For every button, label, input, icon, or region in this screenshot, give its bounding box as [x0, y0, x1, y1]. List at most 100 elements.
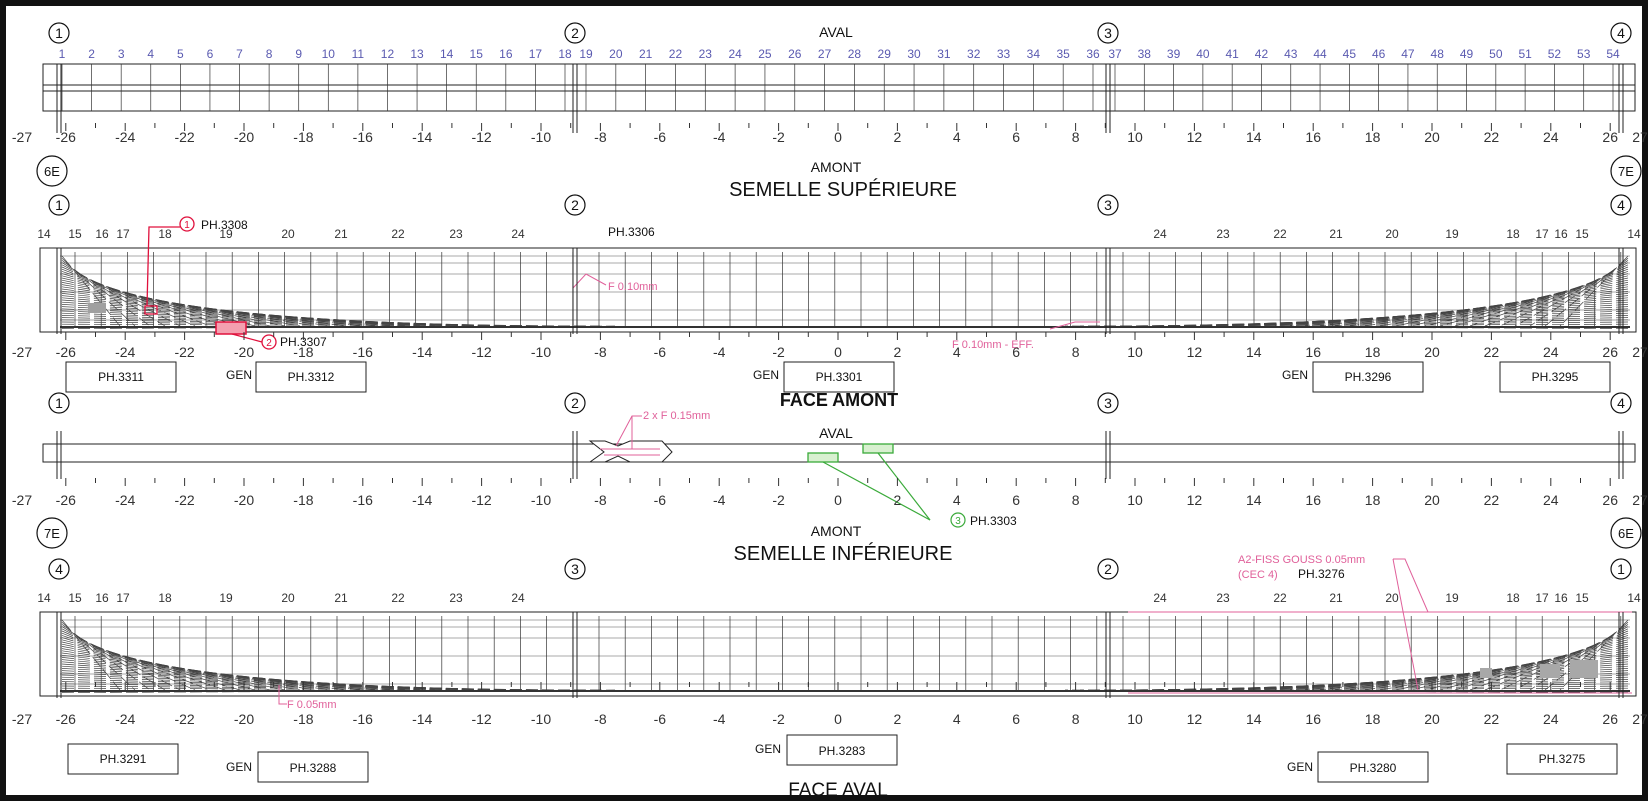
note-leader	[1392, 558, 1419, 691]
station-number: 14	[440, 47, 454, 61]
scale-label: -26	[56, 492, 76, 508]
scale-label: -4	[713, 129, 726, 145]
scale-label: -27	[12, 492, 32, 508]
defect-3a	[807, 452, 839, 463]
station-number: 30	[907, 47, 921, 61]
scale-label: -18	[293, 129, 313, 145]
support-gridlines	[56, 64, 1624, 698]
scale-label: -6	[654, 492, 667, 508]
axis-bubble	[36, 155, 68, 187]
photo-box	[786, 734, 898, 766]
gen-label: GEN	[226, 368, 252, 382]
semelle-superieure-title: SEMELLE SUPÉRIEURE	[729, 178, 957, 201]
gridline-number: 2	[1104, 561, 1112, 577]
stiffener-number: 15	[1575, 227, 1589, 241]
hatch-line	[1094, 323, 1629, 327]
aval-label: AVAL	[819, 24, 853, 40]
hatch-line	[1529, 624, 1629, 691]
station-number: 10	[322, 47, 336, 61]
hatch-line	[1499, 264, 1629, 327]
station-number: 34	[1027, 47, 1041, 61]
scale-label: -8	[594, 344, 607, 360]
stiffener-number: 17	[116, 591, 130, 605]
crack-note: 2 x F 0.15mm	[643, 410, 710, 422]
scale-label: 0	[834, 344, 842, 360]
callout-2	[261, 334, 277, 350]
scale-label: -8	[594, 492, 607, 508]
stiffener-number: 22	[391, 227, 405, 241]
face-amont-title: FACE AMONT	[780, 390, 898, 410]
station-number: 32	[967, 47, 981, 61]
gridline-bubble	[1610, 22, 1632, 44]
scale-label: -4	[713, 344, 726, 360]
scale-label: -24	[115, 344, 135, 360]
crack-note: F 0.05mm	[287, 699, 337, 711]
amont-label: AMONT	[811, 523, 862, 539]
scale-label: -26	[56, 711, 76, 727]
station-number: 41	[1225, 47, 1239, 61]
photo-ph3308: PH.3308	[201, 218, 248, 232]
gridline-number: 2	[571, 25, 579, 41]
scale-label: 2	[894, 711, 902, 727]
hatch-line	[1484, 630, 1629, 691]
photo-box	[1506, 743, 1618, 775]
scale-label: -6	[654, 711, 667, 727]
scale-label: 14	[1246, 129, 1262, 145]
hatch-line	[61, 672, 481, 691]
gridline-bubble	[564, 392, 586, 414]
scale-label: 14	[1246, 344, 1262, 360]
axis-bubble-label: 7E	[44, 526, 60, 541]
leader-3	[822, 461, 931, 521]
station-number: 18	[558, 47, 572, 61]
stiffener-number: 19	[219, 591, 233, 605]
gridline-bubble	[1097, 392, 1119, 414]
hatch-line	[1094, 687, 1629, 691]
scale-label: 6	[1012, 711, 1020, 727]
stiffener-number: 15	[1575, 591, 1589, 605]
scale-label: -20	[234, 711, 254, 727]
scale-label: 18	[1365, 344, 1381, 360]
gridline-bubble	[48, 194, 70, 216]
scale-label: 10	[1127, 492, 1143, 508]
station-number: 19	[579, 47, 593, 61]
photo-box	[255, 361, 367, 393]
gridline-number: 4	[1617, 395, 1625, 411]
scale-label: 27	[1632, 711, 1648, 727]
stiffener-number: 22	[391, 591, 405, 605]
scale-label: 26	[1602, 344, 1618, 360]
crack-leader	[278, 685, 287, 705]
photo-ph3303: PH.3303	[970, 514, 1017, 528]
station-number: 38	[1138, 47, 1152, 61]
stiffener-number: 21	[1329, 591, 1343, 605]
scale-label: 20	[1424, 711, 1440, 727]
scale-label: -24	[115, 129, 135, 145]
stiffener-number: 23	[1216, 227, 1230, 241]
scale-label: -26	[56, 344, 76, 360]
gridline-number: 3	[571, 561, 579, 577]
semelle-inferieure-section: AVAL 2 x F 0.15mm 3 PH.3303 -27-26-24-22…	[12, 410, 1648, 565]
axis-bubble-label: 6E	[1618, 526, 1634, 541]
crack-leader	[572, 273, 607, 289]
callout-3	[950, 512, 966, 528]
gen-label: GEN	[1282, 368, 1308, 382]
scale-label: -22	[174, 492, 194, 508]
scale-label: -12	[471, 492, 491, 508]
stiffener-number: 14	[1627, 227, 1641, 241]
gridline-number: 1	[1617, 561, 1625, 577]
stiffener-number: 22	[1273, 591, 1287, 605]
station-number: 15	[470, 47, 484, 61]
stiffener-number: 24	[511, 227, 525, 241]
hatch-line	[61, 323, 586, 327]
scale-label: 22	[1484, 711, 1500, 727]
gridline-number: 2	[571, 395, 579, 411]
scale-label: -18	[293, 344, 313, 360]
photo-ph3296: PH.3296	[1345, 370, 1392, 384]
scale-label: -18	[293, 711, 313, 727]
scale-label: -12	[471, 344, 491, 360]
station-number: 52	[1548, 47, 1562, 61]
station-number: 43	[1284, 47, 1298, 61]
